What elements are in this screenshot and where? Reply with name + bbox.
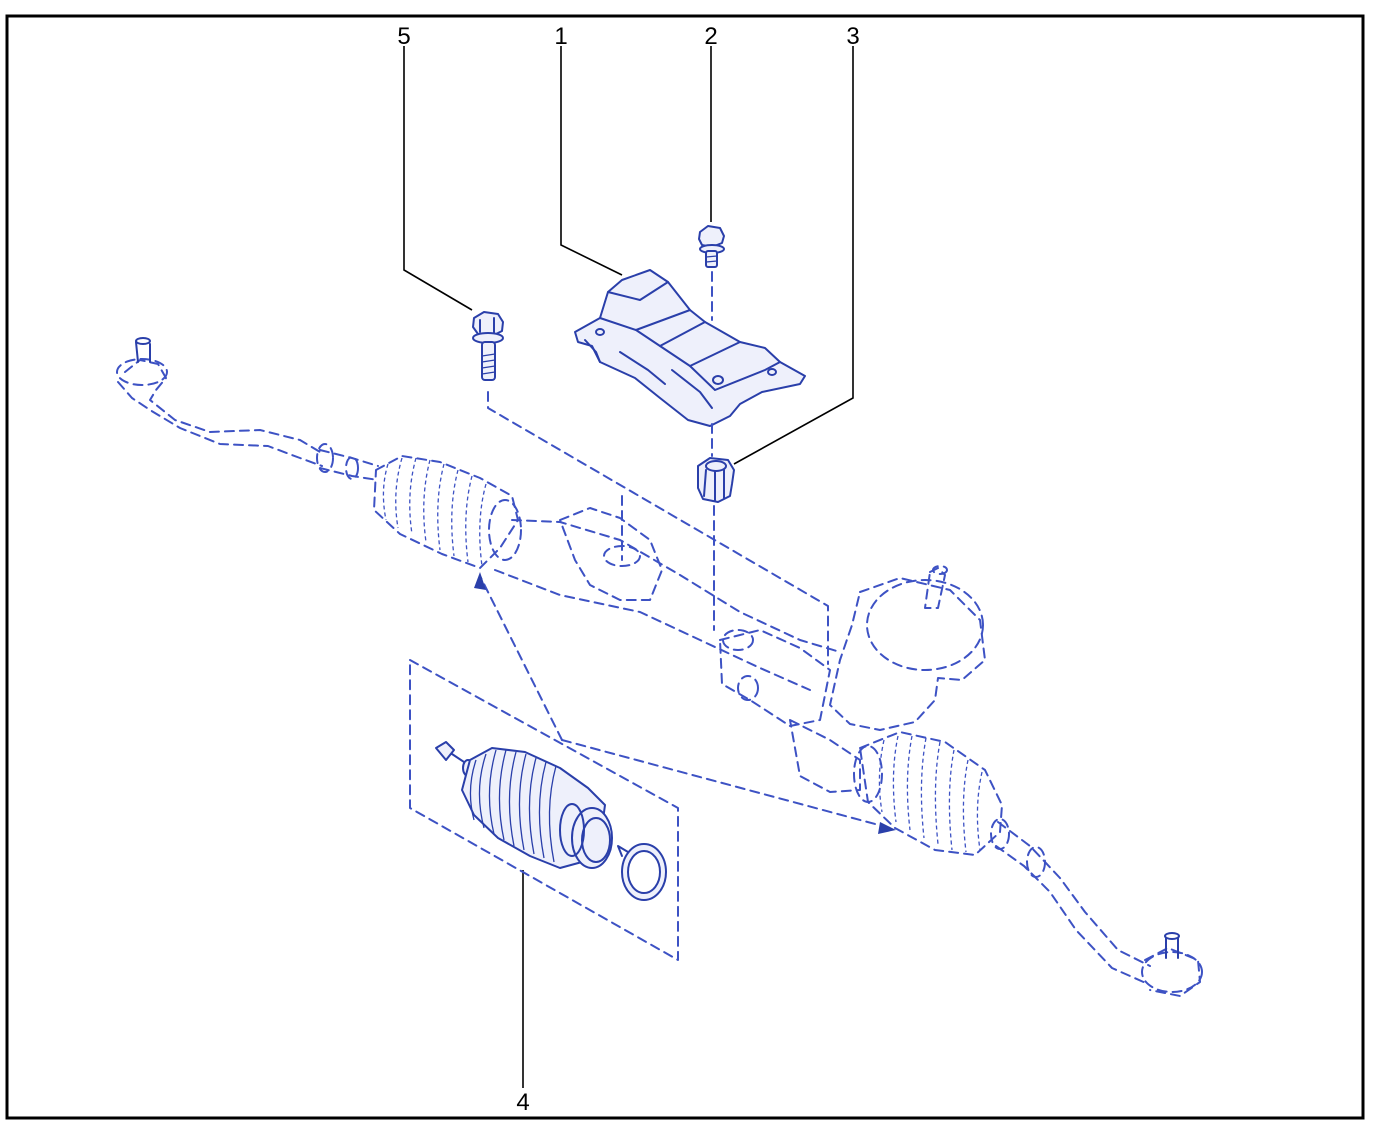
bolt-part-2 <box>698 225 725 268</box>
callout-leaders <box>403 46 854 1088</box>
callout-label-3: 3 <box>846 23 859 50</box>
heat-shield-part-1 <box>574 269 806 427</box>
steering-gear-assembly <box>116 337 1203 997</box>
callout-label-1: 1 <box>554 23 567 50</box>
nut-part-3 <box>697 457 735 503</box>
assembly-guide-lines <box>487 271 829 665</box>
callout-label-5: 5 <box>397 23 410 50</box>
boot-kit-part-4 <box>409 659 679 961</box>
bolt-part-5 <box>472 311 504 381</box>
callout-label-4: 4 <box>516 1089 529 1116</box>
callout-label-2: 2 <box>704 23 717 50</box>
diagram-frame <box>5 14 1365 1120</box>
